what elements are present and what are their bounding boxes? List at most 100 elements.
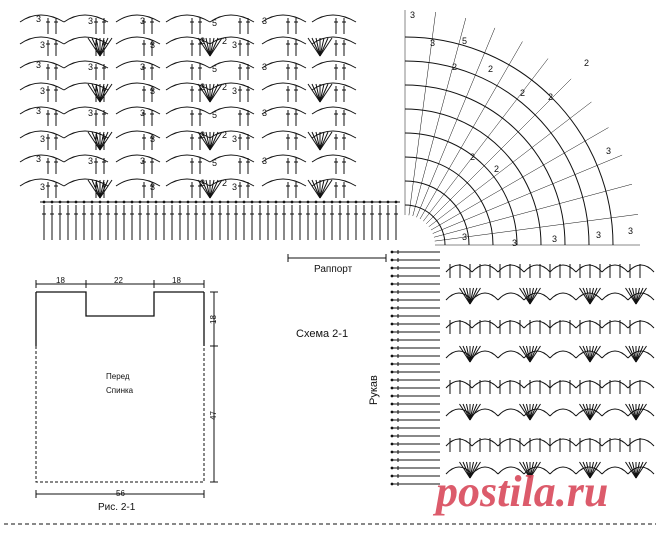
- sleeve-fan: [529, 461, 541, 479]
- chain-arc: [19, 82, 65, 91]
- chain-arc: [261, 130, 307, 139]
- fan-stitch: [99, 83, 109, 103]
- count-three: 3: [232, 182, 237, 192]
- sleeve-fan: [529, 403, 534, 421]
- count-two: 2: [222, 36, 227, 46]
- count-three: 3: [36, 60, 41, 70]
- fan-stitch: [197, 83, 211, 103]
- sleeve-fan: [519, 461, 531, 479]
- count-three: 3: [36, 14, 41, 24]
- band-dot: [42, 200, 46, 204]
- sleeve-dot: [390, 482, 394, 486]
- sleeve-arc: [627, 380, 655, 389]
- sleeve-fan: [579, 287, 591, 305]
- sleeve-arc: [523, 264, 551, 273]
- chain-arc: [209, 154, 255, 163]
- fan-stitch: [205, 37, 211, 57]
- sleeve-dot: [390, 450, 394, 454]
- sleeve-fan: [589, 461, 601, 479]
- fan-stitch: [201, 179, 211, 199]
- sleeve-dot: [390, 306, 394, 310]
- chain-arc: [19, 36, 65, 45]
- fan-stitch: [319, 37, 325, 57]
- sleeve-arc: [471, 350, 499, 359]
- sleeve-fan: [529, 287, 534, 305]
- sleeve-fan: [469, 345, 481, 363]
- band-dot: [274, 200, 278, 204]
- count-three: 3: [140, 108, 145, 118]
- sleeve-fan: [589, 461, 594, 479]
- chain-arc: [209, 60, 255, 69]
- fan-stitch: [99, 83, 113, 103]
- sleeve-dot: [390, 322, 394, 326]
- sleeve-fan: [632, 403, 637, 421]
- chain-arc: [209, 106, 255, 115]
- corner-ray: [428, 101, 592, 227]
- sleeve-arc: [601, 466, 629, 475]
- sleeve-fan: [522, 345, 531, 363]
- dim-top-mid: 22: [114, 276, 123, 285]
- count-three: 3: [40, 182, 45, 192]
- fan-stitch: [209, 179, 223, 199]
- count-corner: 2: [584, 58, 589, 68]
- fan-stitch: [205, 179, 211, 199]
- band-dot: [210, 200, 214, 204]
- band-dot: [234, 200, 238, 204]
- band-dot: [194, 200, 198, 204]
- band-dot: [114, 200, 118, 204]
- count-five: 5: [212, 18, 217, 28]
- sleeve-fan: [625, 403, 637, 421]
- count-three: 3: [150, 86, 155, 96]
- sleeve-fan: [466, 345, 471, 363]
- chain-arc: [209, 14, 255, 23]
- corner-ray: [416, 27, 496, 218]
- sleeve-dot: [390, 338, 394, 342]
- count-corner: 3: [596, 230, 601, 240]
- fan-stitch: [95, 83, 101, 103]
- fan-stitch: [95, 179, 101, 199]
- sleeve-fan: [462, 403, 471, 421]
- band-dot: [154, 200, 158, 204]
- sleeve-arc: [549, 438, 577, 447]
- sleeve-fan: [628, 461, 637, 479]
- corner-ray: [433, 183, 633, 238]
- sleeve-arc: [497, 292, 525, 301]
- fan-stitch: [307, 37, 321, 57]
- sleeve-fan: [526, 461, 531, 479]
- count-corner: 3: [430, 38, 435, 48]
- sleeve-arc: [601, 438, 629, 447]
- chain-arc: [165, 154, 211, 163]
- fan-stitch: [87, 37, 101, 57]
- sleeve-fan: [589, 287, 601, 305]
- band-dot: [378, 200, 382, 204]
- fan-stitch: [209, 131, 215, 151]
- fan-stitch: [99, 37, 113, 57]
- count-three: 3: [140, 62, 145, 72]
- band-dot: [122, 200, 126, 204]
- sleeve-dot: [390, 354, 394, 358]
- band-dot: [394, 200, 398, 204]
- chain-arc: [261, 36, 307, 45]
- fan-stitch: [197, 37, 211, 57]
- count-two: 2: [222, 82, 227, 92]
- sleeve-dot: [390, 442, 394, 446]
- sleeve-arc: [471, 292, 499, 301]
- band-dot: [170, 200, 174, 204]
- sleeve-fan: [589, 403, 601, 421]
- band-dot: [50, 200, 54, 204]
- fan-stitch: [311, 37, 321, 57]
- band-dot: [58, 200, 62, 204]
- chain-arc: [63, 14, 109, 23]
- chain-arc: [261, 82, 307, 91]
- sleeve-fan: [466, 461, 471, 479]
- fan-stitch: [87, 83, 101, 103]
- fan-stitch: [311, 83, 321, 103]
- sleeve-dot: [390, 394, 394, 398]
- sleeve-fan: [589, 345, 601, 363]
- sleeve-arc: [497, 408, 525, 417]
- chain-arc: [165, 106, 211, 115]
- sleeve-fan: [635, 287, 647, 305]
- band-dot: [66, 200, 70, 204]
- watermark: postila.ru: [436, 467, 609, 516]
